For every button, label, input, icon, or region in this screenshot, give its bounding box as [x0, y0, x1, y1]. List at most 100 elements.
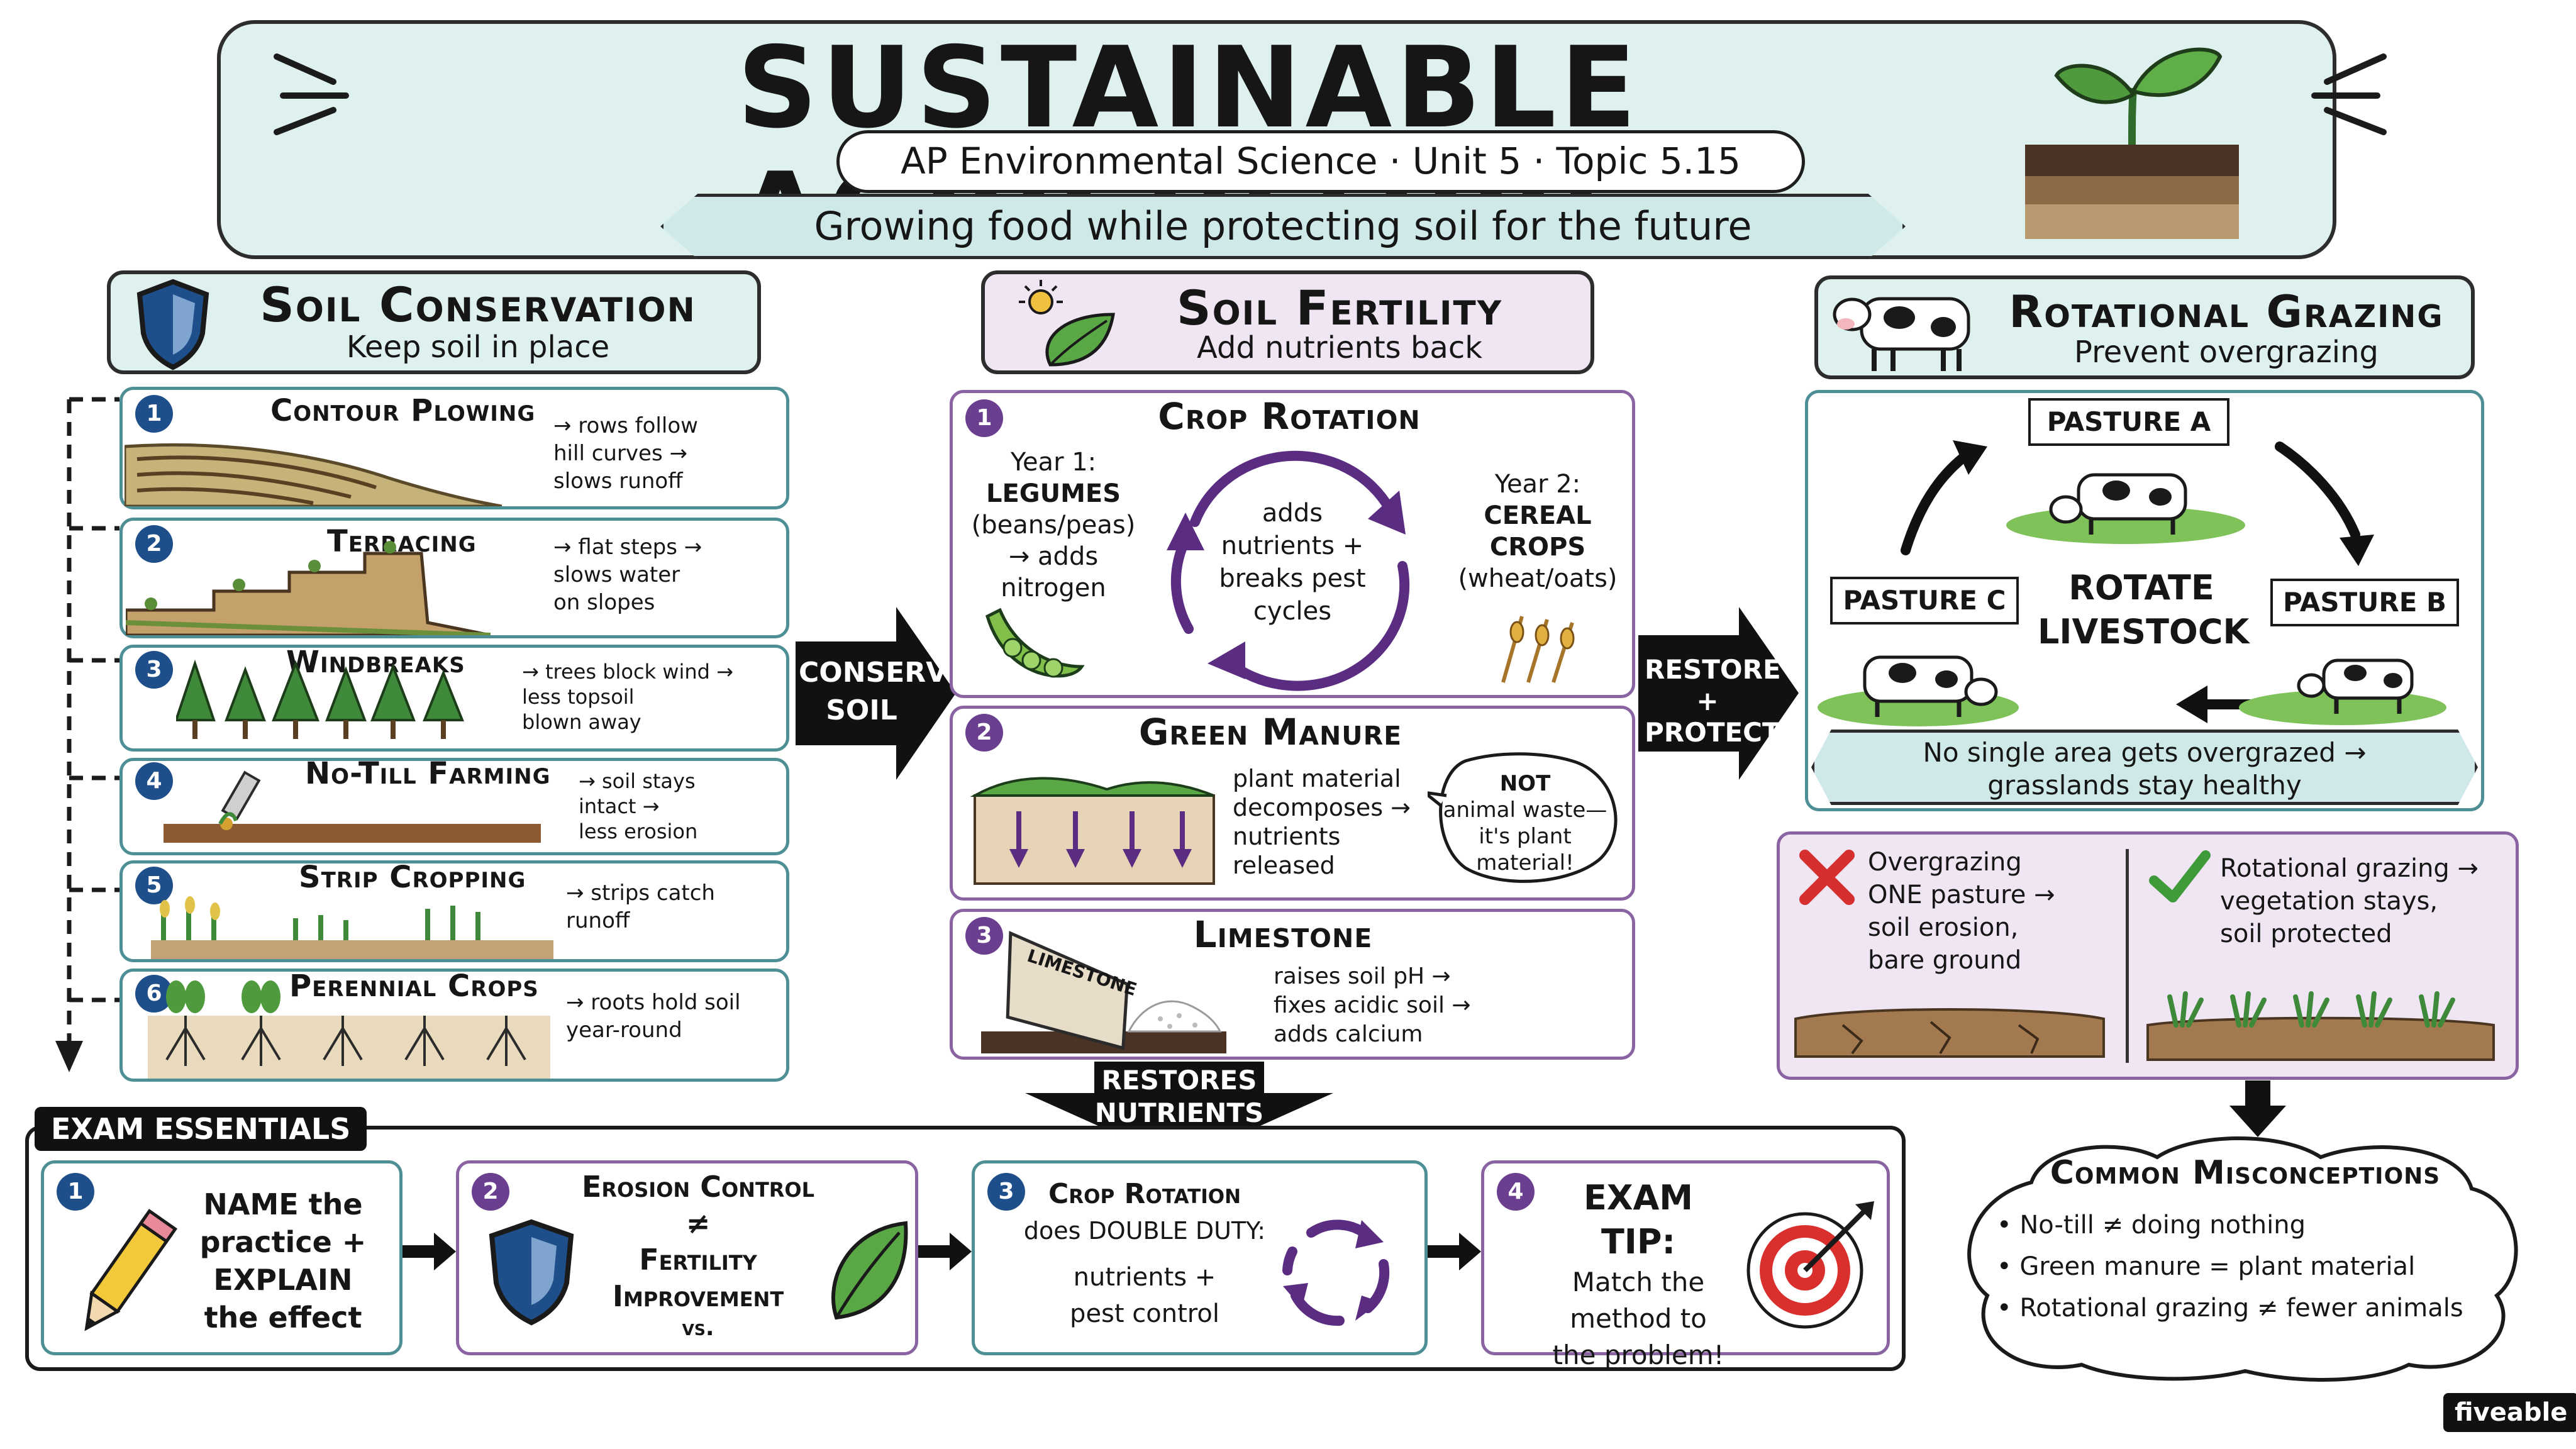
year1-line: Year 1:	[1010, 448, 1097, 477]
note-line: slows runoff	[553, 469, 683, 494]
arrow-text: RESTORE	[1645, 654, 1781, 685]
grazing-subtitle: Prevent overgrazing	[2074, 335, 2379, 370]
conservation-title: Soil Conservation	[260, 277, 696, 333]
arrow-text: CONSERVE	[799, 657, 967, 689]
pasture-c-label: PASTURE C	[1830, 577, 2019, 625]
recycle-arrows-icon	[1282, 1219, 1390, 1326]
note-line: hill curves →	[553, 441, 687, 466]
limestone-bag-icon	[981, 931, 1226, 1053]
exam-line: pest control	[1070, 1299, 1219, 1328]
contour-note: → rows follow hill curves → slows runoff	[553, 412, 698, 495]
terracing-note: → flat steps → slows water on slopes	[553, 533, 702, 616]
leaf-sun-icon	[1019, 280, 1115, 367]
misconception-text: Green manure = plant material	[2019, 1252, 2416, 1281]
pea-pod-icon	[985, 608, 1085, 678]
center-line: LIVESTOCK	[2038, 612, 2250, 652]
grazing-title: Rotational Grazing	[2009, 286, 2444, 338]
speech-bubble-text: NOT animal waste— it's plant material!	[1440, 770, 1610, 876]
grazing-banner: No single area gets overgrazed → grassla…	[1811, 730, 2478, 805]
contour-hill-icon	[125, 443, 502, 506]
center-line: breaks pest	[1219, 564, 1366, 593]
fertility-subtitle: Add nutrients back	[1196, 330, 1483, 365]
banner-line: No single area gets overgrazed →	[1923, 737, 2367, 768]
windbreaks-note: → trees block wind → less topsoil blown …	[522, 659, 733, 735]
restore-protect-arrow	[1638, 607, 1799, 780]
red-x-icon	[1799, 850, 1855, 905]
misconceptions-list: • No-till ≠ doing nothing • Green manure…	[1997, 1204, 2463, 1329]
exam-number-3: 3	[987, 1173, 1025, 1211]
misconceptions-cloud	[1967, 1136, 2518, 1382]
bad-line: Overgrazing	[1868, 848, 2022, 877]
exam-line: method to	[1570, 1303, 1707, 1334]
crop-rotation-title: Crop Rotation	[1158, 395, 1421, 438]
windbreaks-title: Windbreaks	[286, 645, 465, 680]
misconceptions-title: Common Misconceptions	[2050, 1154, 2441, 1192]
wheat-icon	[1501, 616, 1575, 683]
note-line: raises soil pH →	[1274, 963, 1451, 989]
restores-nutrients-arrow	[1025, 1062, 1333, 1162]
bubble-line: material!	[1476, 850, 1574, 875]
banner-line: grasslands stay healthy	[1987, 770, 2302, 801]
note-line: nutrients	[1233, 823, 1341, 850]
pasture-a-label: PASTURE A	[2028, 398, 2229, 446]
exam-arrow-1	[402, 1233, 456, 1270]
bad-line: ONE pasture →	[1868, 880, 2055, 909]
pasture-c-cow-icon	[1818, 655, 2019, 726]
restore-protect-label: RESTORE + PROTECT	[1645, 654, 1781, 748]
step-number-2: 2	[135, 525, 173, 563]
bad-line: soil erosion,	[1868, 913, 2019, 942]
year2-line: CROPS	[1489, 533, 1586, 562]
year1-text: Year 1: LEGUMES (beans/peas) → adds nitr…	[965, 447, 1141, 604]
exam-line: NAME the	[203, 1187, 363, 1221]
exam-arrow-3	[1428, 1233, 1481, 1270]
note-line: decomposes →	[1233, 794, 1411, 821]
strip-title: Strip Cropping	[299, 860, 526, 895]
dashed-flow-arrow	[55, 397, 119, 1072]
bare-soil-icon	[1794, 1008, 2105, 1058]
exam-line: the effect	[204, 1301, 362, 1335]
bubble-line: it's plant	[1479, 824, 1572, 849]
note-line: less erosion	[579, 819, 698, 843]
exam-card-1-text: NAME the practice + EXPLAIN the effect	[182, 1185, 384, 1336]
fert-number-2: 2	[965, 714, 1003, 752]
exam-number-1: 1	[57, 1173, 94, 1211]
strip-note: → strips catch runoff	[566, 879, 715, 935]
note-line: → strips catch	[566, 880, 715, 906]
note-line: → roots hold soil	[566, 990, 741, 1015]
step-number-5: 5	[135, 867, 173, 904]
note-line: runoff	[566, 908, 630, 933]
exam-card-2-text: Erosion Control ≠ Fertility Improvement …	[566, 1169, 830, 1342]
misconception-item: • Green manure = plant material	[1997, 1252, 2416, 1281]
bubble-line: animal waste—	[1443, 797, 1607, 823]
fertility-title: Soil Fertility	[1176, 280, 1503, 336]
course-pill: AP Environmental Science · Unit 5 · Topi…	[836, 130, 1805, 193]
notill-title: No-Till Farming	[305, 756, 551, 791]
fert-number-1: 1	[965, 399, 1003, 437]
year2-line: Year 2:	[1494, 470, 1581, 499]
note-line: → trees block wind →	[522, 660, 733, 684]
exam-line: Crop Rotation	[1048, 1178, 1241, 1210]
misconception-text: Rotational grazing ≠ fewer animals	[2019, 1294, 2463, 1323]
green-manure-soil-icon	[970, 777, 1215, 885]
exam-line: vs.	[682, 1315, 714, 1341]
arrow-text: RESTORES	[1101, 1065, 1257, 1096]
exam-card-4-text: EXAM TIP: Match the method to the proble…	[1541, 1176, 1736, 1374]
year2-line: (wheat/oats)	[1458, 564, 1618, 593]
exam-line: Erosion Control	[581, 1170, 815, 1204]
year1-line: → adds	[1008, 542, 1099, 571]
step-number-4: 4	[135, 762, 173, 800]
target-icon	[1746, 1201, 1874, 1329]
note-line: plant material	[1233, 765, 1401, 792]
limestone-title: Limestone	[1193, 913, 1373, 956]
seed-drill-icon	[164, 770, 541, 843]
arrow-text: PROTECT	[1645, 717, 1780, 748]
green-manure-title: Green Manure	[1138, 711, 1402, 753]
perennial-note: → roots hold soil year-round	[566, 989, 741, 1044]
exam-card-3-text: Crop Rotation does DOUBLE DUTY: nutrient…	[1006, 1176, 1283, 1332]
pencil-icon	[84, 1209, 178, 1331]
exam-card-1	[41, 1160, 402, 1355]
pasture-b-label: PASTURE B	[2270, 579, 2459, 626]
note-line: blown away	[522, 710, 641, 734]
cow-icon	[1833, 297, 1970, 371]
pasture-a-cow-icon	[2006, 473, 2245, 544]
